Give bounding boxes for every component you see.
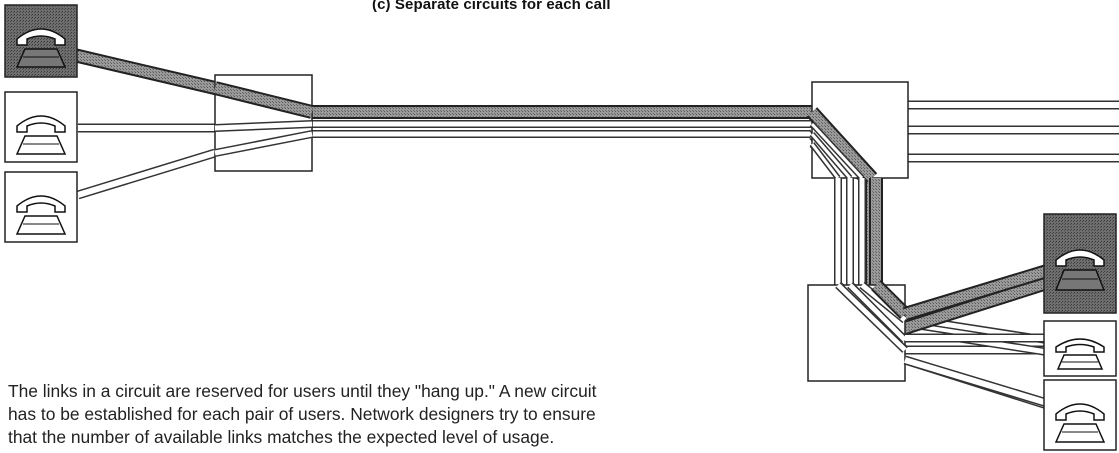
caption-line: has to be established for each pair of u… (8, 404, 596, 424)
diagram-caption: The links in a circuit are reserved for … (8, 380, 798, 449)
caption-line: The links in a circuit are reserved for … (8, 381, 597, 401)
switch-c (807, 280, 910, 382)
vertical-trunk (834, 178, 883, 285)
telephone-icon (4, 171, 78, 243)
telephone-icon (1043, 213, 1117, 314)
telephone-icon (1043, 320, 1117, 377)
telephone-icon (1043, 379, 1117, 451)
caption-line: that the number of available links match… (8, 427, 555, 447)
switch-b (806, 81, 909, 183)
right-user-links (902, 264, 1050, 408)
telephone-icon (4, 4, 78, 78)
diagram-title: (c) Separate circuits for each call (372, 0, 611, 13)
switch-a (213, 74, 314, 172)
telephone-icon (4, 91, 78, 163)
